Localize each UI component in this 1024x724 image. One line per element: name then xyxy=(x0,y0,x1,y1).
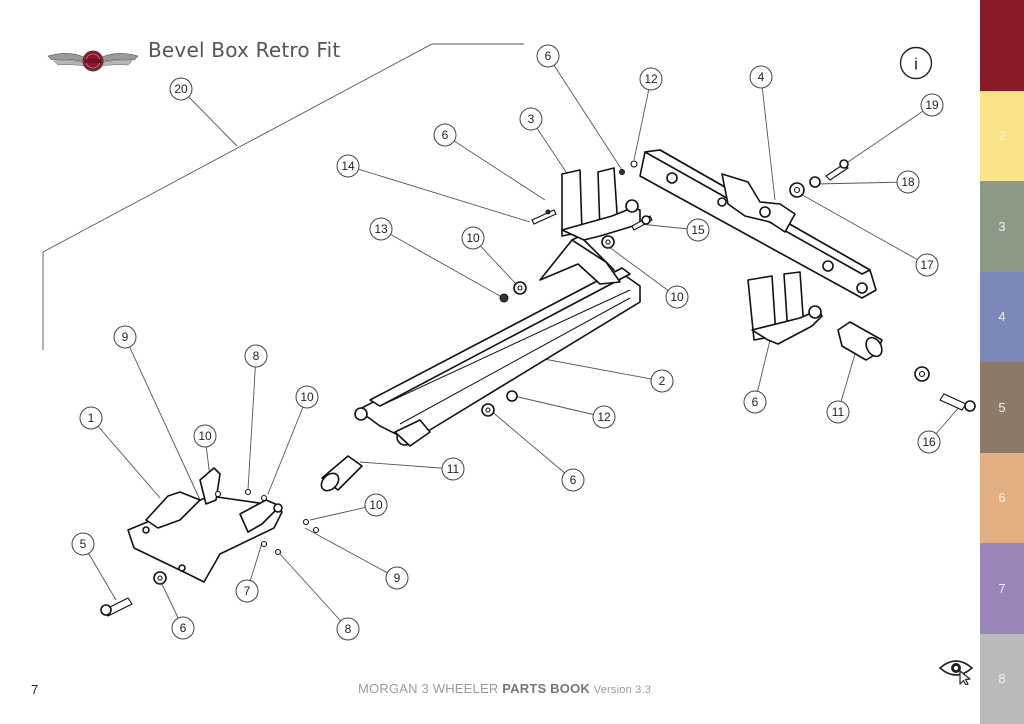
main-arm-part xyxy=(354,235,641,447)
section-tabs: 2 3 4 5 6 7 8 xyxy=(980,0,1024,724)
callout-4[interactable]: 4 xyxy=(749,65,773,89)
svg-text:3: 3 xyxy=(528,112,535,126)
svg-text:9: 9 xyxy=(122,330,129,344)
svg-text:19: 19 xyxy=(925,98,939,112)
svg-text:17: 17 xyxy=(920,258,934,272)
lower-bracket-part xyxy=(127,467,283,583)
section-tab-6[interactable]: 6 xyxy=(980,452,1024,543)
callout-12[interactable]: 12 xyxy=(592,405,616,429)
section-tab-5[interactable]: 5 xyxy=(980,362,1024,453)
svg-text:9: 9 xyxy=(394,571,401,585)
callout-18[interactable]: 18 xyxy=(896,170,920,194)
svg-text:12: 12 xyxy=(597,410,611,424)
callout-20[interactable]: 20 xyxy=(169,77,193,101)
svg-text:10: 10 xyxy=(466,231,480,245)
callout-14[interactable]: 14 xyxy=(336,154,360,178)
callout-1[interactable]: 1 xyxy=(79,406,103,430)
svg-text:8: 8 xyxy=(253,349,260,363)
svg-text:8: 8 xyxy=(345,622,352,636)
callout-10[interactable]: 10 xyxy=(364,493,388,517)
footer-book-title: MORGAN 3 WHEELER PARTS BOOK Version 3.3 xyxy=(358,681,651,696)
svg-text:10: 10 xyxy=(198,429,212,443)
callout-15[interactable]: 15 xyxy=(686,218,710,242)
svg-text:6: 6 xyxy=(752,395,759,409)
page-number: 7 xyxy=(31,682,39,697)
exploded-parts-diagram: 20 6 12 4 19 3 6 14 18 15 13 10 10 17 2 … xyxy=(42,43,976,641)
svg-text:7: 7 xyxy=(244,584,251,598)
section-tab-7[interactable]: 7 xyxy=(980,543,1024,634)
svg-text:6: 6 xyxy=(545,49,552,63)
beam-part xyxy=(639,149,877,299)
callout-10[interactable]: 10 xyxy=(461,226,485,250)
svg-text:10: 10 xyxy=(369,498,383,512)
svg-text:6: 6 xyxy=(442,128,449,142)
svg-text:20: 20 xyxy=(174,82,188,96)
callout-12[interactable]: 12 xyxy=(639,67,663,91)
section-tab-4[interactable]: 4 xyxy=(980,271,1024,362)
svg-text:10: 10 xyxy=(670,290,684,304)
svg-text:11: 11 xyxy=(447,462,460,476)
callout-19[interactable]: 19 xyxy=(920,93,944,117)
svg-text:12: 12 xyxy=(644,72,658,86)
svg-text:6: 6 xyxy=(180,621,187,635)
callout-6[interactable]: 6 xyxy=(536,44,560,68)
callout-labels: 20 6 12 4 19 3 6 14 18 15 13 10 10 17 2 … xyxy=(71,44,944,641)
callout-16[interactable]: 16 xyxy=(917,430,941,454)
svg-text:10: 10 xyxy=(300,390,314,404)
callout-6[interactable]: 6 xyxy=(561,468,585,492)
callout-5[interactable]: 5 xyxy=(71,532,95,556)
book-type: PARTS BOOK xyxy=(502,681,590,696)
callout-9[interactable]: 9 xyxy=(385,566,409,590)
callout-2[interactable]: 2 xyxy=(650,369,674,393)
callout-10[interactable]: 10 xyxy=(665,285,689,309)
svg-text:18: 18 xyxy=(901,175,915,189)
leader-lines xyxy=(82,55,961,630)
svg-text:4: 4 xyxy=(758,70,765,84)
book-version: Version 3.3 xyxy=(593,684,652,696)
callout-10[interactable]: 10 xyxy=(193,424,217,448)
callout-6[interactable]: 6 xyxy=(433,123,457,147)
callout-6[interactable]: 6 xyxy=(171,616,195,640)
svg-text:6: 6 xyxy=(570,473,577,487)
callout-9[interactable]: 9 xyxy=(113,325,137,349)
callout-6[interactable]: 6 xyxy=(743,390,767,414)
upper-bracket-part xyxy=(561,167,641,241)
svg-text:13: 13 xyxy=(374,222,388,236)
callout-17[interactable]: 17 xyxy=(915,253,939,277)
section-tab-1[interactable] xyxy=(980,0,1024,91)
svg-text:5: 5 xyxy=(80,537,87,551)
callout-11[interactable]: 11 xyxy=(826,400,850,424)
book-name: MORGAN 3 WHEELER xyxy=(358,681,499,696)
callout-8[interactable]: 8 xyxy=(336,617,360,641)
info-icon: i xyxy=(914,55,918,74)
section-tab-8[interactable]: 8 xyxy=(980,633,1024,724)
callout-8[interactable]: 8 xyxy=(244,344,268,368)
svg-text:14: 14 xyxy=(341,159,355,173)
bush-parts xyxy=(320,321,883,492)
right-bracket-part xyxy=(747,271,823,345)
svg-text:15: 15 xyxy=(691,223,705,237)
page-title: Bevel Box Retro Fit xyxy=(148,38,341,62)
callout-7[interactable]: 7 xyxy=(235,579,259,603)
svg-text:16: 16 xyxy=(922,435,936,449)
callout-3[interactable]: 3 xyxy=(519,107,543,131)
morgan-wings-logo xyxy=(47,50,139,72)
svg-text:1: 1 xyxy=(88,411,95,425)
callout-11[interactable]: 11 xyxy=(441,457,465,481)
section-tab-3[interactable]: 3 xyxy=(980,181,1024,272)
fasteners xyxy=(100,159,976,617)
callout-10[interactable]: 10 xyxy=(295,385,319,409)
callout-13[interactable]: 13 xyxy=(369,217,393,241)
section-tab-2[interactable]: 2 xyxy=(980,90,1024,181)
svg-text:11: 11 xyxy=(832,405,845,419)
eye-view-icon[interactable] xyxy=(938,655,974,685)
info-button[interactable]: i xyxy=(899,46,933,80)
svg-text:2: 2 xyxy=(659,374,666,388)
